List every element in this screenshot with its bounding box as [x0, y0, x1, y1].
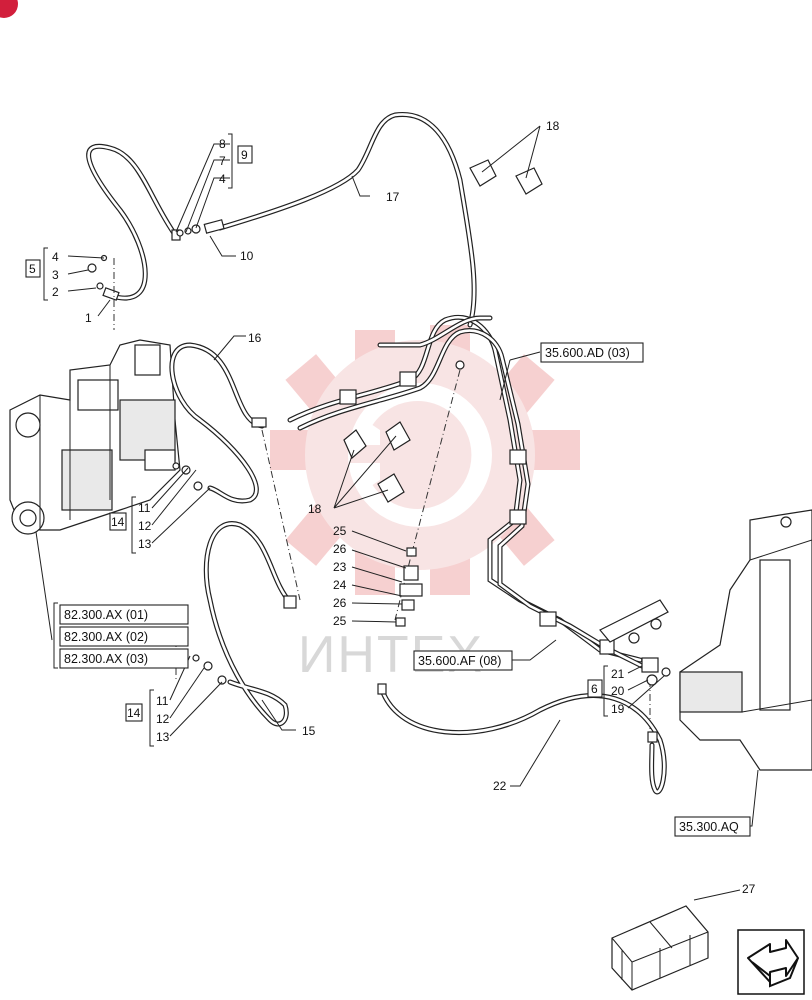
callout-21: 21 — [611, 667, 625, 681]
callout-8: 8 — [219, 137, 226, 151]
callout-2: 2 — [52, 285, 59, 299]
callout-4b: 4 — [219, 172, 226, 186]
callout-23: 23 — [333, 560, 347, 574]
hose-15 — [192, 521, 297, 727]
hose-16 — [169, 342, 267, 504]
callout-20: 20 — [611, 684, 625, 698]
callout-26a: 26 — [333, 542, 347, 556]
next-page-button[interactable] — [737, 929, 805, 995]
callout-18-middle: 18 — [308, 502, 322, 516]
reference-boxes — [59, 342, 751, 837]
callout-labels: 1 2 3 4 5 8 7 4 9 10 16 17 18 18 11 12 1… — [29, 119, 756, 896]
leader-lines — [35, 125, 759, 901]
callout-7: 7 — [219, 154, 226, 168]
hose-17 — [176, 111, 477, 328]
callout-26b: 26 — [333, 596, 347, 610]
callout-11a: 11 — [138, 501, 151, 515]
brackets — [43, 133, 608, 747]
callout-13b: 13 — [156, 730, 170, 744]
callout-15: 15 — [302, 724, 316, 738]
callout-6: 6 — [591, 682, 598, 696]
callout-12b: 12 — [156, 712, 170, 726]
callout-3: 3 — [52, 268, 59, 282]
corner-marker — [0, 0, 18, 18]
callout-24: 24 — [333, 578, 347, 592]
tractor-chassis — [679, 509, 812, 771]
ref-82-300-ax-01[interactable]: 82.300.AX (01) — [64, 608, 148, 622]
ref-82-300-ax-03[interactable]: 82.300.AX (03) — [64, 652, 148, 666]
clip-18-top — [469, 159, 543, 195]
watermark-logo — [270, 325, 580, 595]
clip-18-middle — [343, 421, 411, 503]
fitting-stack — [395, 360, 465, 627]
callout-16: 16 — [248, 331, 262, 345]
loader-frame — [9, 339, 181, 535]
ref-82-300-ax-02[interactable]: 82.300.AX (02) — [64, 630, 148, 644]
steel-pipes-35-600 — [287, 314, 669, 673]
hose-22 — [377, 683, 667, 795]
ref-35-300-aq[interactable]: 35.300.AQ — [679, 820, 739, 834]
callout-22: 22 — [493, 779, 507, 793]
next-page-arrow-icon — [747, 939, 799, 988]
hose-assembly-1 — [86, 143, 181, 301]
callout-5: 5 — [29, 262, 36, 276]
callout-11b: 11 — [156, 694, 169, 708]
ref-35-600-ad-03[interactable]: 35.600.AD (03) — [545, 346, 630, 360]
callout-9: 9 — [241, 148, 248, 162]
boxed-callouts — [25, 145, 603, 722]
callout-17: 17 — [386, 190, 400, 204]
ref-35-600-af-08[interactable]: 35.600.AF (08) — [418, 654, 501, 668]
callout-14a: 14 — [111, 515, 125, 529]
callout-18-top: 18 — [546, 119, 560, 133]
callout-25a: 25 — [333, 524, 347, 538]
callout-10: 10 — [240, 249, 254, 263]
fittings-19-21 — [641, 657, 671, 686]
callout-25b: 25 — [333, 614, 347, 628]
callout-19: 19 — [611, 702, 625, 716]
callout-27: 27 — [742, 882, 756, 896]
callout-4a: 4 — [52, 250, 59, 264]
callout-14b: 14 — [127, 706, 141, 720]
callout-13a: 13 — [138, 537, 152, 551]
callout-12a: 12 — [138, 519, 152, 533]
callout-1: 1 — [85, 311, 92, 325]
crate-27 — [611, 905, 709, 991]
